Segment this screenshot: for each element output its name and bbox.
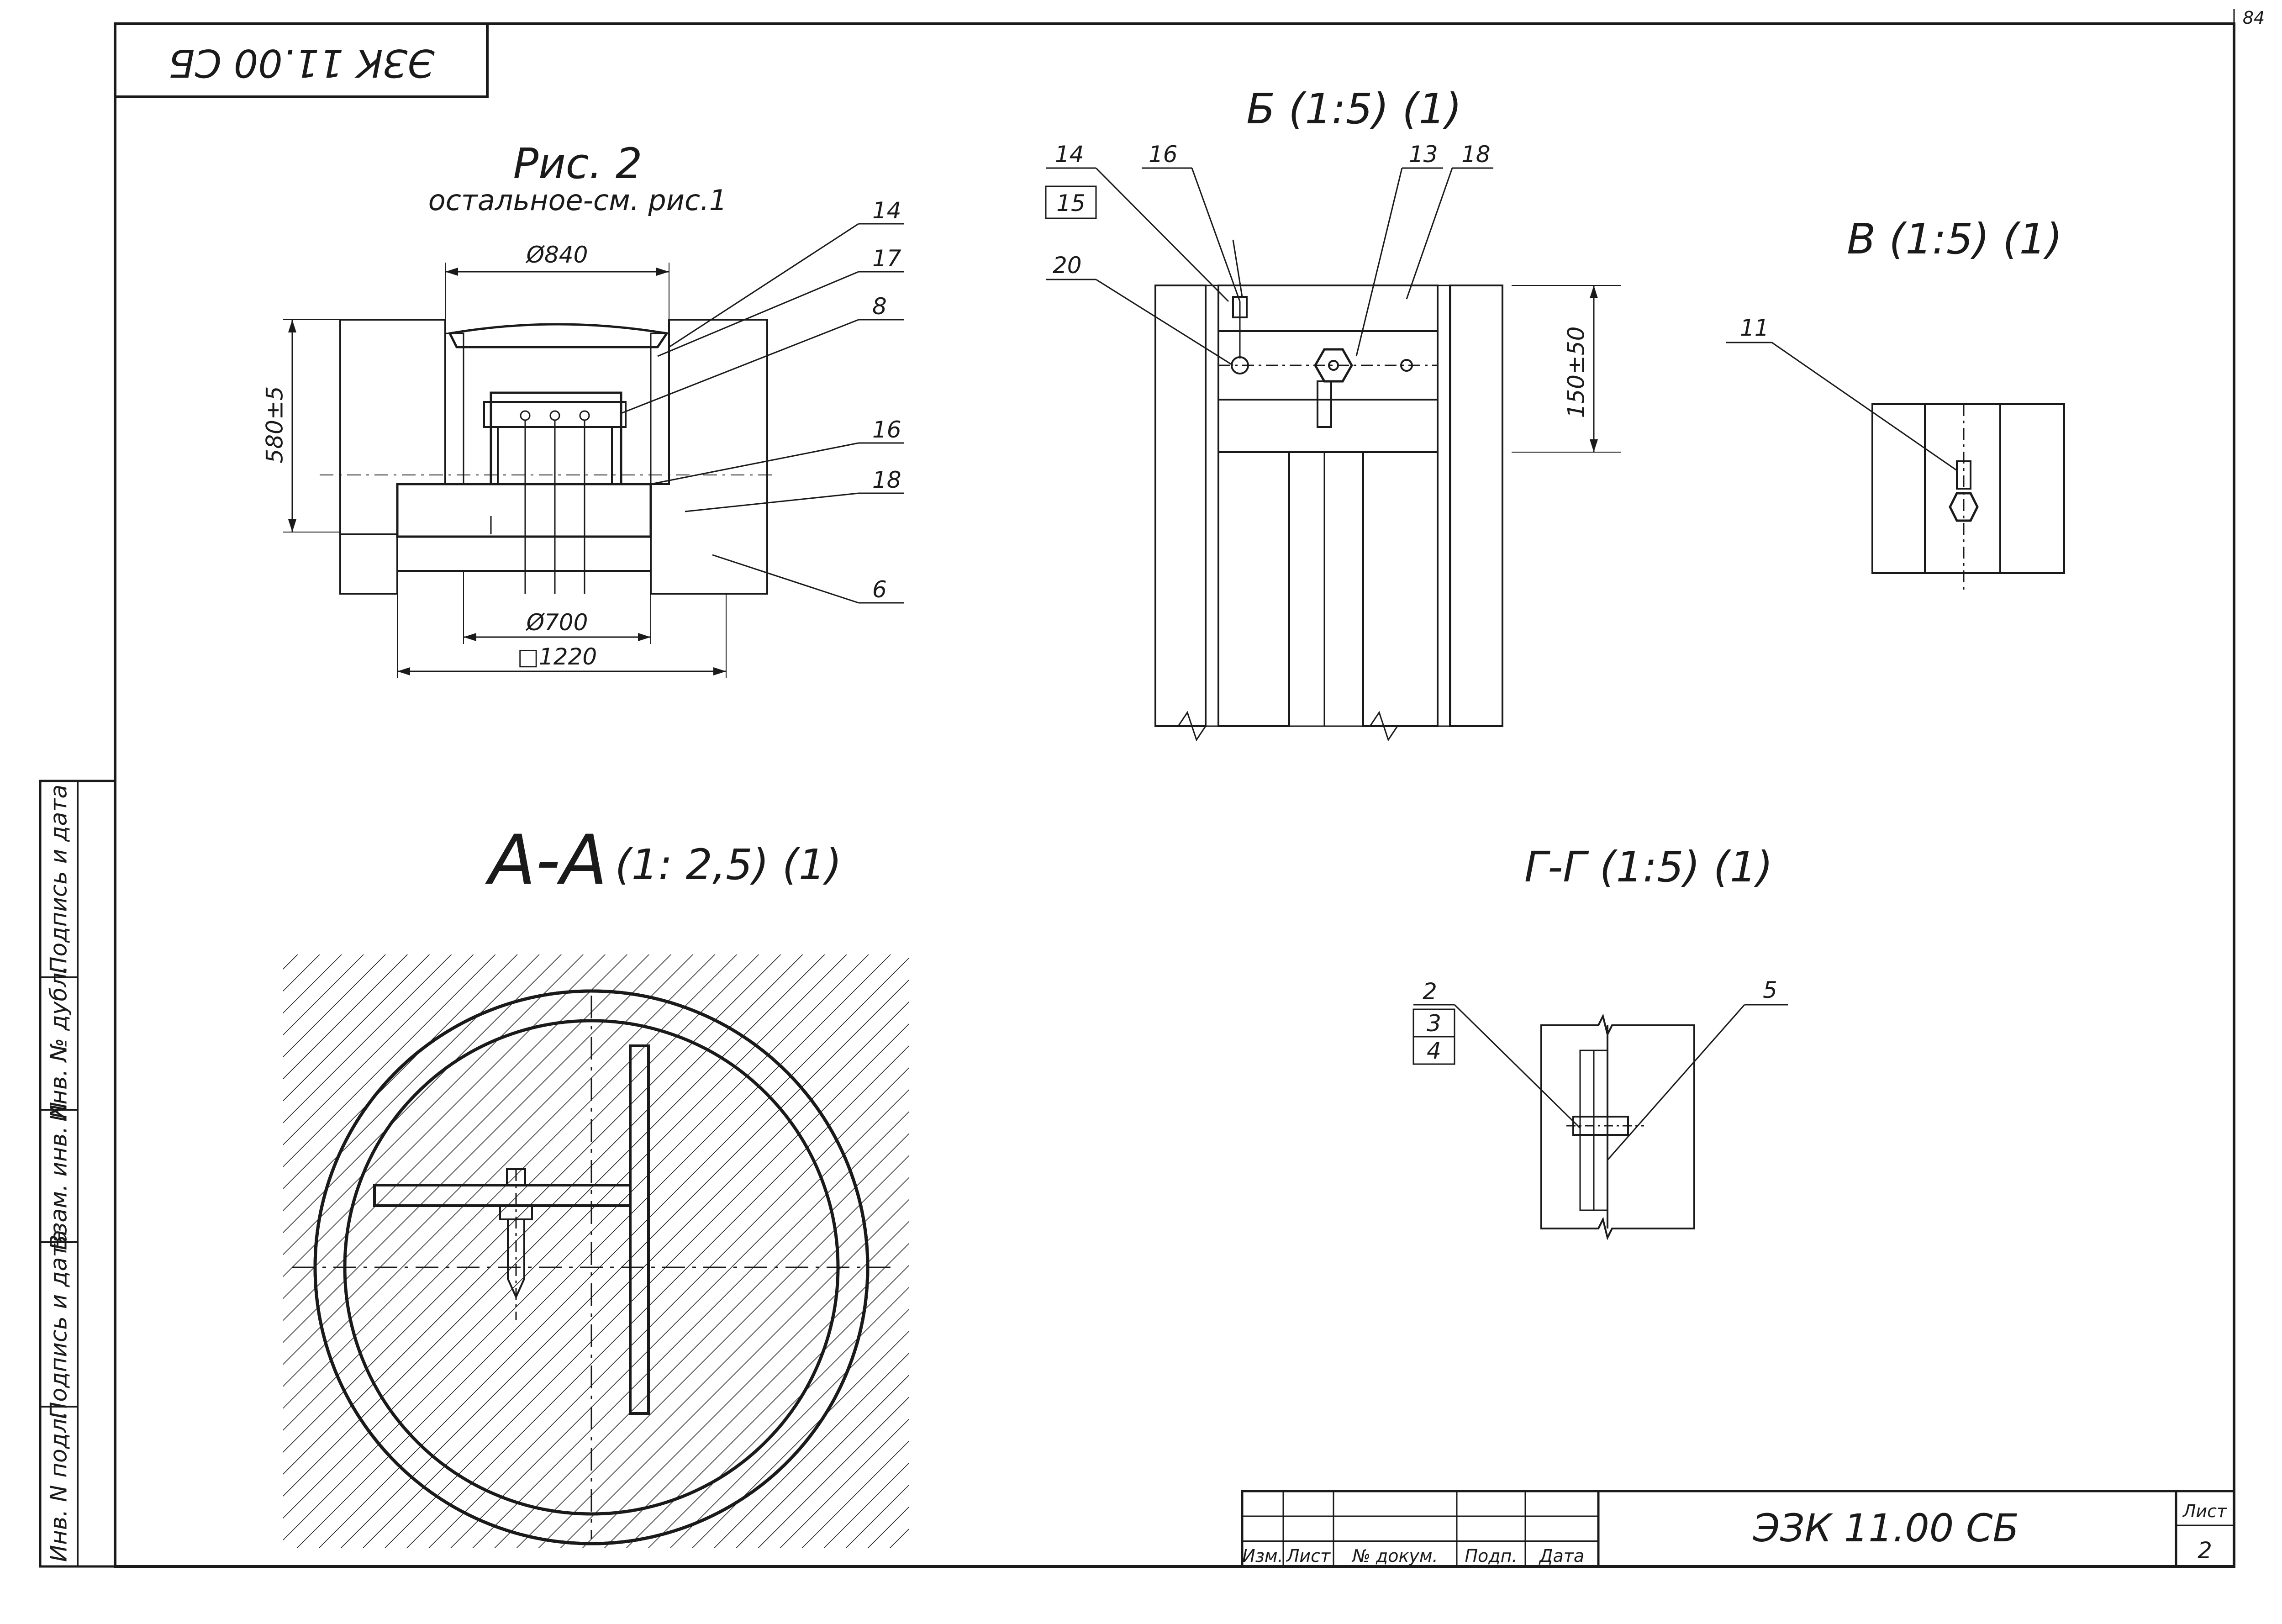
section-gg-title: Г-Г (1:5) (1) [1524,843,1773,891]
tb-header-doc: № докум. [1351,1546,1438,1566]
view-b: Б (1:5) (1) 150±50 [1045,84,1621,742]
view-b-callout-15: 15 [1056,190,1086,216]
view-b-callout-16: 16 [1149,141,1178,168]
fig-callout-16: 16 [872,417,901,443]
view-b-dim: 150±50 [1563,327,1590,418]
dim-square: □1220 [517,643,597,670]
gg-callout-2: 2 [1423,978,1437,1005]
tb-header-sign: Подп. [1465,1546,1517,1566]
section-aa: А-А (1: 2,5) (1) [283,821,909,1548]
stamp-inv-podl: Инв. N подл. [46,1411,72,1562]
tb-header-izm: Изм. [1242,1546,1283,1566]
section-gg: Г-Г (1:5) (1) 2 3 4 5 [1412,843,1788,1240]
gg-callout-3: 3 [1427,1010,1441,1037]
stamp-signature-2: Подпись и дата [46,785,72,974]
figure-title: Рис. 2 [513,139,643,188]
inverted-drawing-code: ЭЗК 11.00 СБ [169,41,435,85]
stamp-inv-dubl: Инв. № дубл. [46,965,72,1122]
view-v-callout-11: 11 [1740,315,1769,341]
side-stamp: Инв. N подл. Подпись и дата Взам. инв. N… [39,780,116,1568]
tb-header-date: Дата [1539,1546,1584,1566]
tb-sheet-label: Лист [2182,1501,2228,1521]
view-b-callout-13: 13 [1409,141,1438,168]
view-b-callout-14: 14 [1055,141,1084,168]
view-b-title: Б (1:5) (1) [1246,84,1462,133]
fig-callout-14: 14 [872,197,901,224]
view-v: В (1:5) (1) 11 [1726,215,2065,594]
fig-callout-8: 8 [872,293,887,320]
dim-height: 580±5 [262,386,288,463]
title-block: Изм. Лист № докум. Подп. Дата ЭЗК 11.00 … [1241,1490,2235,1568]
inverted-code-box: ЭЗК 11.00 СБ [114,22,489,98]
view-b-callout-18: 18 [1461,141,1491,168]
page-corner-number: 84 [2243,8,2265,28]
tb-sheet-number: 2 [2198,1537,2212,1564]
view-b-callout-20: 20 [1053,252,1082,279]
fig-callout-17: 17 [872,245,901,272]
dim-bottom-diameter: Ø700 [526,609,588,636]
section-aa-title: А-А [485,821,607,900]
view-v-title: В (1:5) (1) [1847,215,2062,264]
figure-note: остальное-см. рис.1 [428,184,727,217]
dim-top-diameter: Ø840 [526,242,588,268]
stamp-vzam-inv: Взам. инв. N [46,1102,72,1250]
tb-header-list: Лист [1286,1546,1331,1566]
section-aa-scale: (1: 2,5) (1) [615,840,842,889]
figure-2: Рис. 2 остальное-см. рис.1 Ø840 [262,139,904,678]
stamp-signature-1: Подпись и дата [46,1230,72,1419]
fig-callout-6: 6 [872,576,887,603]
tb-designation: ЭЗК 11.00 СБ [1753,1506,2019,1550]
gg-callout-4: 4 [1427,1038,1441,1064]
gg-callout-5: 5 [1763,977,1777,1003]
fig-callout-18: 18 [872,467,901,493]
